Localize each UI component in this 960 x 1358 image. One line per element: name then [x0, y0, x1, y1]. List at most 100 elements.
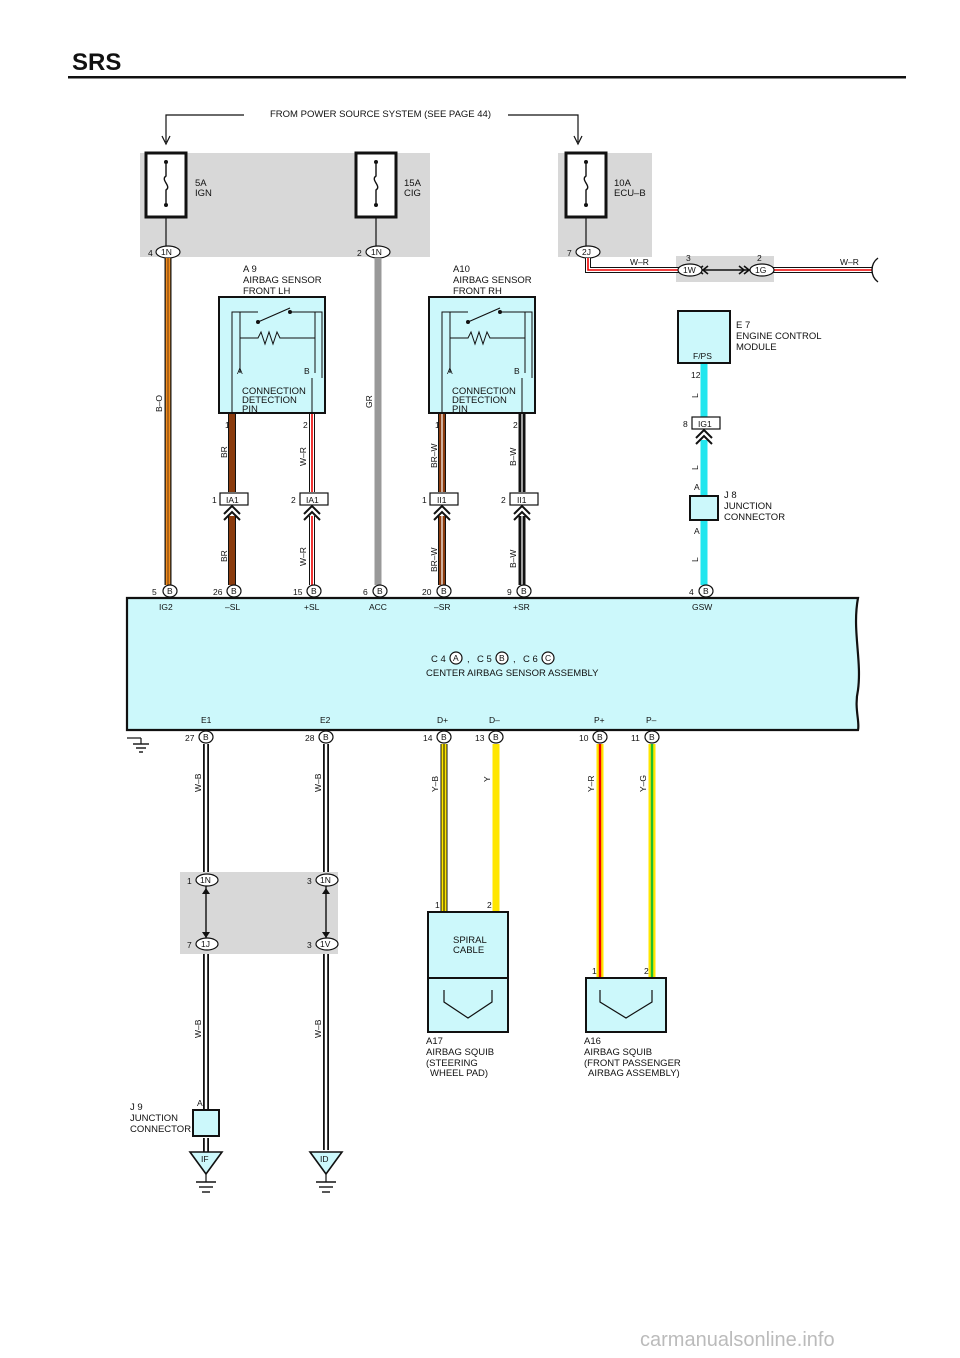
a16-line1: AIRBAG SQUIB: [584, 1047, 652, 1058]
center-pin-20-label: –SR: [434, 602, 451, 612]
conn-1w: [677, 263, 703, 277]
sensor-rh-code: A10: [453, 264, 470, 275]
source-line-right: [508, 114, 579, 142]
center-conn-c6: C 6: [523, 654, 538, 665]
spiral-line1: SPIRAL: [453, 935, 487, 946]
fuse-ecu-b-rating: 10A: [614, 178, 632, 189]
sensor-rh-cd2: DETECTION: [452, 395, 507, 406]
center-bottom-pins: [198, 730, 660, 744]
source-line-left: [165, 114, 244, 142]
page-title: SRS: [72, 49, 121, 76]
wire-y-r-label: Y–R: [586, 775, 596, 792]
center-pin-6-label: ACC: [369, 602, 387, 612]
spiral-line2: CABLE: [453, 945, 484, 956]
center-pin-27-label: E1: [201, 715, 212, 725]
sensor-lh-p2: 2: [303, 420, 308, 430]
airbag-sensor-front-rh: [428, 296, 536, 414]
sensor-rh-cd1: CONNECTION: [452, 386, 516, 397]
ecm-pin-name: F/PS: [693, 351, 712, 361]
center-pin-9-label: +SR: [513, 602, 530, 612]
wire-l-label-3: L: [690, 557, 700, 562]
center-pin-26-label: –SL: [225, 602, 240, 612]
center-name: CENTER AIRBAG SENSOR ASSEMBLY: [426, 668, 599, 679]
conn-ig1: [691, 416, 721, 445]
center-pin-11-label: P–: [646, 715, 657, 725]
wire-y-b-label: Y–B: [430, 776, 440, 792]
center-pin-26: 26: [213, 587, 223, 597]
body-ground-icon: [127, 737, 149, 753]
sensor-rh-p2: 2: [513, 420, 518, 430]
source-note: FROM POWER SOURCE SYSTEM (SEE PAGE 44): [270, 109, 491, 120]
spiral-p2: 2: [487, 900, 492, 910]
conn-ii1-2-pin: 2: [501, 495, 506, 505]
a16-p2: 2: [644, 966, 649, 976]
sensor-lh-cd3: PIN: [242, 404, 258, 415]
conn-ii1-2: [509, 492, 539, 521]
ecm-pin: 12: [691, 370, 701, 380]
sensor-rh-p1: 1: [435, 420, 440, 430]
conn-ig1-label: IG1: [698, 419, 712, 429]
center-sep-2: ,: [513, 654, 516, 665]
center-pin-15-label: +SL: [304, 602, 320, 612]
a16-p1: 1: [592, 966, 597, 976]
j9-a: A: [197, 1098, 203, 1108]
wire-w-b-label-3: W–B: [313, 773, 323, 792]
lower-c3-name: 1J: [201, 939, 210, 949]
ground-if-label: IF: [201, 1154, 209, 1164]
lower-c4-name: 1V: [320, 939, 331, 949]
center-pin-15: 15: [293, 587, 303, 597]
wire-y-g-label: Y–G: [638, 775, 648, 792]
lower-c3-pin: 7: [187, 940, 192, 950]
sensor-rh-pin-a: A: [447, 366, 453, 376]
center-pin-4-conn: B: [703, 586, 709, 596]
airbag-squib-a16: [585, 977, 667, 1033]
sensor-lh-p1: 1: [225, 420, 230, 430]
j9-code: J 9: [130, 1102, 143, 1113]
conn-ig1-pin: 8: [683, 419, 688, 429]
fuse-cig: [354, 151, 398, 246]
sensor-rh-line1: AIRBAG SENSOR: [453, 275, 532, 286]
conn-1j: [195, 937, 219, 951]
ecm-line2: MODULE: [736, 342, 777, 353]
center-pin-14-conn: B: [441, 732, 447, 742]
sensor-rh-line2: FRONT RH: [453, 286, 502, 297]
spiral-p1: 1: [435, 900, 440, 910]
center-conn-c: C: [545, 653, 551, 663]
conn-ia1-1: [219, 492, 249, 521]
center-pin-10-conn: B: [597, 732, 603, 742]
a16-line2: (FRONT PASSENGER: [584, 1058, 681, 1069]
center-conn-b: B: [499, 653, 505, 663]
center-conn-c4: C 4: [431, 654, 446, 665]
wire-b-o-label: B–O: [154, 395, 164, 412]
j8-a-bottom: A: [694, 526, 700, 536]
center-pin-28-label: E2: [320, 715, 331, 725]
conn-1n-ign-label: 1N: [161, 247, 172, 257]
center-conn-a: A: [453, 653, 459, 663]
conn-1n-lower-left: [195, 873, 219, 887]
center-pin-6: 6: [363, 587, 368, 597]
center-pin-20-conn: B: [441, 586, 447, 596]
conn-ia1-2-label: IA1: [306, 495, 319, 505]
center-conn-c-circle: [541, 651, 555, 665]
center-pin-4: 4: [689, 587, 694, 597]
center-pin-11-conn: B: [649, 732, 655, 742]
sensor-lh-pin-b: B: [304, 366, 310, 376]
sensor-rh-cd3: PIN: [452, 404, 468, 415]
conn-1g-label: 1G: [755, 265, 766, 275]
conn-1g-pin: 2: [757, 253, 762, 263]
wire-w-r-top: [585, 257, 879, 283]
wire-w-r-label-2: W–R: [298, 547, 308, 566]
center-pin-15-conn: B: [311, 586, 317, 596]
center-top-pins: [162, 584, 714, 598]
a17-line2: (STEERING: [426, 1058, 478, 1069]
center-pin-27: 27: [185, 733, 195, 743]
conn-1g: [749, 263, 775, 277]
center-pin-26-conn: B: [231, 586, 237, 596]
a16-line3: AIRBAG ASSEMBLY): [588, 1068, 680, 1079]
center-pin-11: 11: [631, 733, 640, 743]
sensor-lh-cd1: CONNECTION: [242, 386, 306, 397]
source-arrow-right: [573, 135, 583, 146]
junction-connector-j9: [192, 1109, 220, 1137]
conn-ii1-2-label: II1: [517, 495, 527, 505]
